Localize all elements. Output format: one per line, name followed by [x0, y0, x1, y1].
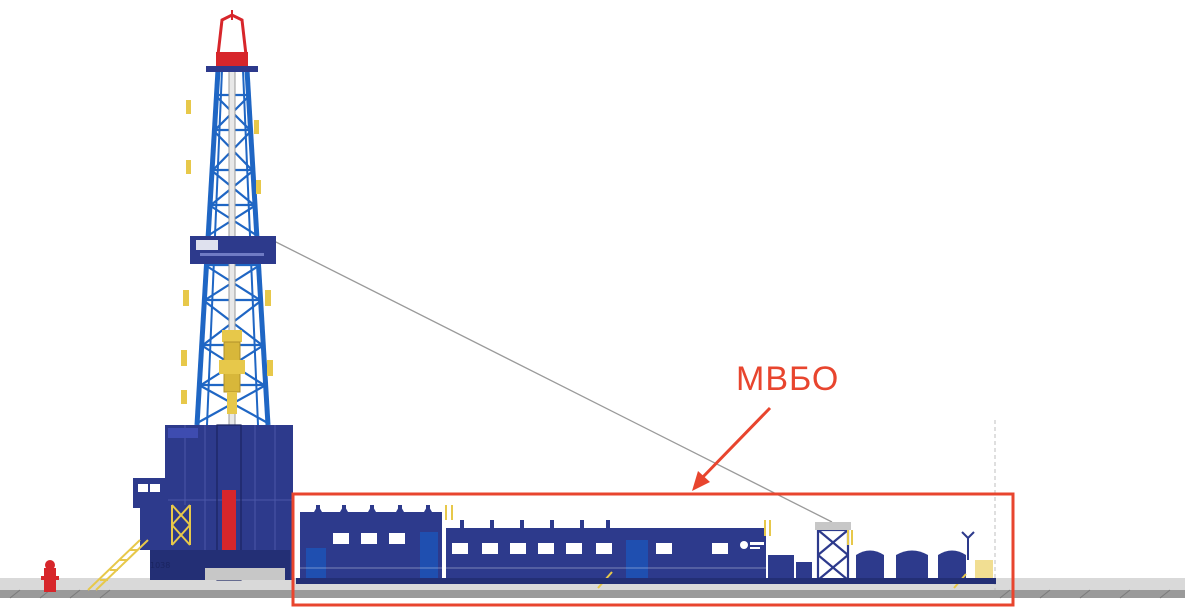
crown-block	[206, 10, 258, 72]
drilling-mast	[181, 10, 276, 426]
callout-arrow-line	[698, 406, 772, 482]
top-drive	[219, 330, 245, 414]
antenna	[961, 531, 975, 560]
fire-hydrant	[41, 560, 59, 592]
mvbo-callout	[291, 406, 1015, 607]
mvbo-label: МВБО	[736, 360, 840, 398]
mvbo-module-train	[296, 505, 996, 589]
substructure: 1038	[87, 424, 293, 591]
callout-arrow-head	[692, 471, 710, 491]
guy-wire	[267, 237, 833, 523]
rig-id-label: 1038	[150, 561, 170, 570]
ground-base	[0, 590, 1185, 598]
ground-hatch	[9, 589, 1171, 599]
tanks	[856, 550, 966, 580]
mvbo-highlight-box	[291, 492, 1015, 607]
right-tower	[816, 528, 850, 582]
